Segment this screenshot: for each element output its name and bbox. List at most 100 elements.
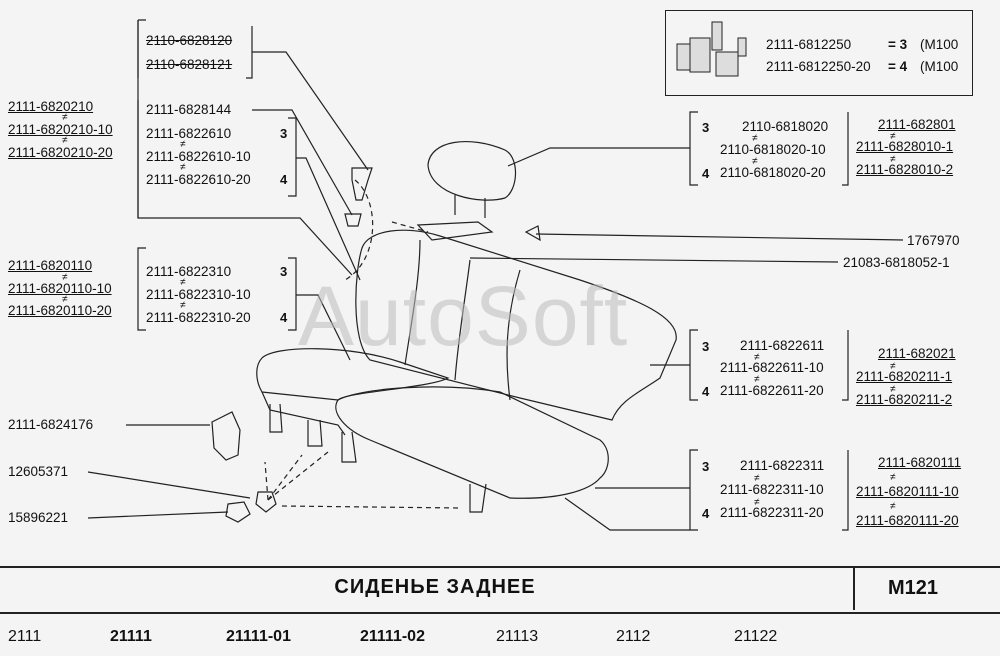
leader-12605371 <box>87 471 251 499</box>
cover-6824176 <box>211 411 241 461</box>
code-box <box>853 566 1000 610</box>
leader-6828144 <box>252 109 353 216</box>
qty-marker: 3 <box>702 339 710 354</box>
nut-12605371 <box>255 491 277 513</box>
part-label: 2110-6818020 <box>742 119 829 134</box>
model-label: 21111-01 <box>226 628 291 645</box>
part-label: 2111-6822310 <box>146 264 232 279</box>
bracket-6822310 <box>137 247 297 331</box>
seat-back <box>355 229 677 421</box>
qty-marker: 4 <box>702 166 710 181</box>
headrest-shape <box>427 140 517 201</box>
part-label: 2111-6820110-10 <box>8 281 112 296</box>
part-label: 2111-6822310-20 <box>146 310 251 325</box>
part-label: 2111-6824176 <box>8 417 94 432</box>
grease-line1: 2111-6812250 <box>766 37 852 52</box>
part-label: 2111-682021 <box>878 346 956 361</box>
part-label: 2111-6822610-10 <box>146 149 251 164</box>
qty-marker: 3 <box>280 264 288 279</box>
grease-qty1: = 3 <box>888 37 908 52</box>
part-label: 2111-6820110 <box>8 258 93 273</box>
part-label: 2111-6820211-2 <box>856 392 953 407</box>
qty-marker: 4 <box>280 172 288 187</box>
part-label: 21083-6818052-1 <box>843 255 950 270</box>
part-label: 2111-6822310-10 <box>146 287 251 302</box>
part-label: 2111-6822610 <box>146 126 232 141</box>
part-label: 2111-6822611-20 <box>720 383 824 398</box>
qty-marker: 4 <box>702 384 710 399</box>
screw-1767970 <box>524 225 541 242</box>
seat-cushion-left <box>256 348 450 401</box>
page-code: M121 <box>887 577 939 599</box>
not-equal-mark: ≠ <box>180 162 186 173</box>
model-label: 21122 <box>734 628 778 645</box>
plug-cap <box>344 213 362 227</box>
leader-21083 <box>469 257 839 263</box>
not-equal-mark: ≠ <box>752 133 758 144</box>
grease-note2: (M100 <box>920 59 959 74</box>
part-label: 1767970 <box>907 233 960 248</box>
part-label: 2111-6820110-20 <box>8 303 112 318</box>
not-equal-mark: ≠ <box>62 272 68 283</box>
not-equal-mark: ≠ <box>754 497 760 508</box>
grease-qty2: = 4 <box>888 59 908 74</box>
not-equal-mark: ≠ <box>754 473 760 484</box>
part-label: 2111-6820210-10 <box>8 122 113 137</box>
nut-15896221 <box>225 501 251 523</box>
leader-cushion2 <box>564 497 690 531</box>
not-equal-mark: ≠ <box>62 294 68 305</box>
qty-marker: 4 <box>702 506 710 521</box>
leader-15896221 <box>87 511 229 519</box>
grease-note1: (M100 <box>920 37 959 52</box>
part-label: 2111-6820211-1 <box>856 369 953 384</box>
grease-box <box>665 10 973 96</box>
not-equal-mark: ≠ <box>180 300 186 311</box>
part-label: 2110-6818020-10 <box>720 142 826 157</box>
qty-marker: 3 <box>702 120 710 135</box>
part-label: 2111-6820111-10 <box>856 484 959 499</box>
not-equal-mark: ≠ <box>754 352 760 363</box>
part-label: 2111-682801 <box>878 117 956 132</box>
page-title: СИДЕНЬЕ ЗАДНЕЕ <box>334 576 536 598</box>
qty-marker: 4 <box>280 310 288 325</box>
not-equal-mark: ≠ <box>180 277 186 288</box>
part-label: 2111-6828010-2 <box>856 162 954 177</box>
model-label: 21111-02 <box>360 628 425 645</box>
watermark: AutoSoft <box>298 269 629 363</box>
leader-6822610 <box>296 157 361 281</box>
part-label: 2111-6820210-20 <box>8 145 113 160</box>
model-label: 2111 <box>8 628 42 645</box>
not-equal-mark: ≠ <box>180 139 186 150</box>
not-equal-mark: ≠ <box>752 156 758 167</box>
part-label: 2111-6828010-1 <box>856 139 954 154</box>
part-label: 12605371 <box>8 464 69 479</box>
bracket-cushion <box>689 449 849 531</box>
part-label: 2111-6828144 <box>146 102 232 117</box>
dashed-callout <box>264 179 461 509</box>
leader-headrest <box>507 147 690 167</box>
part-label: 2111-6820111 <box>878 455 962 470</box>
leader-6822310 <box>296 294 351 361</box>
part-label: 2110-6818020-20 <box>720 165 826 180</box>
qty-marker: 3 <box>702 459 710 474</box>
model-label: 21111 <box>110 628 152 645</box>
part-label: 2111-6822611-10 <box>720 360 824 375</box>
bracket-top <box>137 19 253 79</box>
not-equal-mark: ≠ <box>890 472 896 483</box>
not-equal-mark: ≠ <box>890 384 896 395</box>
leader-hr-old <box>252 51 369 171</box>
model-label: 2112 <box>616 628 651 645</box>
part-label: 2111-6822610-20 <box>146 172 251 187</box>
not-equal-mark: ≠ <box>890 501 896 512</box>
qty-marker: 3 <box>280 126 288 141</box>
seat-cushion <box>335 386 609 499</box>
part-label: 2111-6820111-20 <box>856 513 959 528</box>
part-label: 2111-6822311-20 <box>720 505 824 520</box>
not-equal-mark: ≠ <box>890 131 896 142</box>
part-label: 2111-6820210 <box>8 99 94 114</box>
not-equal-mark: ≠ <box>754 374 760 385</box>
not-equal-mark: ≠ <box>62 112 68 123</box>
not-equal-mark: ≠ <box>890 361 896 372</box>
seat-bracket <box>269 403 283 433</box>
